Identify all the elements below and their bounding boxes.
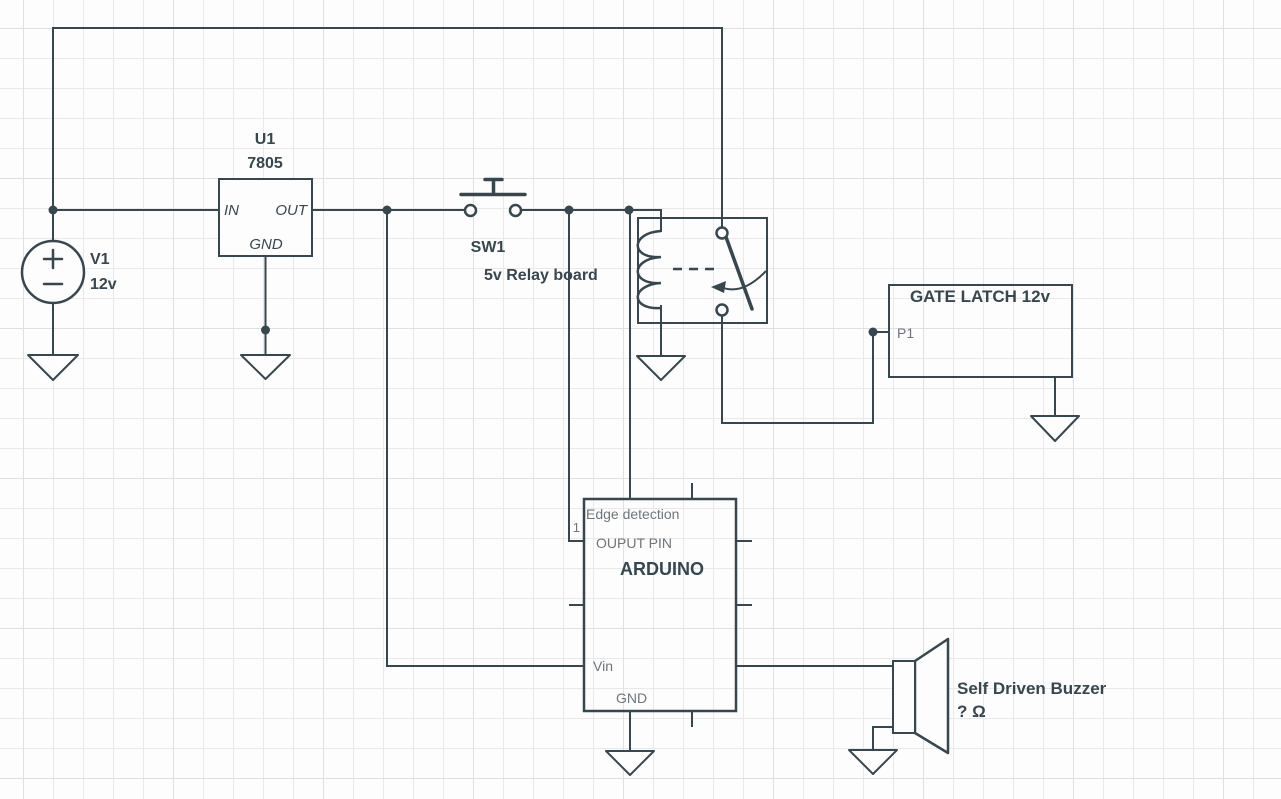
ground-icon[interactable] xyxy=(636,355,686,381)
speaker-cone-icon xyxy=(913,637,950,755)
ground-icon[interactable] xyxy=(1030,415,1080,442)
buzzer-impedance-label: ? Ω xyxy=(957,702,986,721)
arduino-pin1-number: 1 xyxy=(573,520,580,535)
relay-arrowhead-icon xyxy=(711,281,726,293)
v1-value-label: 12v xyxy=(90,276,117,293)
pushbutton-contact xyxy=(508,203,523,218)
u1-pin-in-label: IN xyxy=(224,202,239,219)
junction-dot xyxy=(564,205,574,215)
component-u1-regulator[interactable]: U1 7805 IN OUT GND xyxy=(218,131,313,257)
wire-relay-to-latch[interactable] xyxy=(721,314,890,424)
ground-icon[interactable] xyxy=(27,354,79,381)
component-v1-source[interactable]: V1 12v xyxy=(20,239,117,305)
gate-latch-body xyxy=(888,284,1073,378)
component-gate-latch[interactable]: GATE LATCH 12v P1 xyxy=(888,284,1073,378)
relay-blade xyxy=(724,235,754,311)
arduino-edge-detection-label: Edge detection xyxy=(586,506,679,522)
relay-contact-common xyxy=(715,226,729,240)
u1-pin-out-label: OUT xyxy=(275,202,309,219)
ground-icon[interactable] xyxy=(240,354,291,380)
ground-icon[interactable] xyxy=(848,749,898,775)
junction-dot xyxy=(261,325,270,335)
wire-branch-vin[interactable] xyxy=(386,209,585,667)
arduino-output-pin-label: OUPUT PIN xyxy=(596,535,672,551)
junction-dot xyxy=(868,327,878,337)
sw1-desc-label: 5v Relay board xyxy=(484,267,598,284)
plus-icon xyxy=(42,248,64,270)
wire-buzzer-gnd[interactable] xyxy=(872,726,894,751)
ground-symbols xyxy=(27,354,1080,776)
wire-top-rail[interactable] xyxy=(52,27,723,229)
component-arduino[interactable]: Edge detection OUPUT PIN ARDUINO 1 Vin G… xyxy=(573,497,738,713)
sw1-ref-label: SW1 xyxy=(471,239,506,256)
u1-part-label: 7805 xyxy=(247,155,283,172)
junction-dot xyxy=(48,205,58,215)
wire-net xyxy=(52,27,1056,752)
u1-ref-label: U1 xyxy=(255,131,276,148)
ground-icon[interactable] xyxy=(605,750,655,776)
pushbutton-cap-icon xyxy=(459,177,527,197)
component-buzzer[interactable]: Self Driven Buzzer ? Ω xyxy=(892,637,1107,755)
arduino-gnd-label: GND xyxy=(616,690,647,706)
v1-ref-label: V1 xyxy=(90,251,110,268)
junction-dot xyxy=(382,205,392,215)
speaker-body-icon xyxy=(892,660,916,734)
wire-branch-pin1[interactable] xyxy=(568,209,585,542)
relay-coil-icon xyxy=(636,229,662,310)
junction-dot xyxy=(624,205,634,215)
component-relay[interactable] xyxy=(636,217,768,324)
arduino-body xyxy=(582,497,738,713)
relay-contact-no xyxy=(715,303,729,317)
pushbutton-contact xyxy=(463,203,478,218)
regulator-body xyxy=(218,178,313,257)
arduino-vin-label: Vin xyxy=(593,658,613,674)
junction-dots xyxy=(48,205,878,337)
u1-pin-gnd-label: GND xyxy=(249,236,283,253)
voltage-source-icon xyxy=(20,239,86,305)
arduino-title: ARDUINO xyxy=(620,559,704,579)
buzzer-name-label: Self Driven Buzzer xyxy=(957,679,1107,698)
gate-latch-title: GATE LATCH 12v xyxy=(910,287,1051,306)
gate-latch-pin-p1-label: P1 xyxy=(897,325,914,341)
component-sw1-pushbutton[interactable]: SW1 5v Relay board xyxy=(459,177,598,285)
